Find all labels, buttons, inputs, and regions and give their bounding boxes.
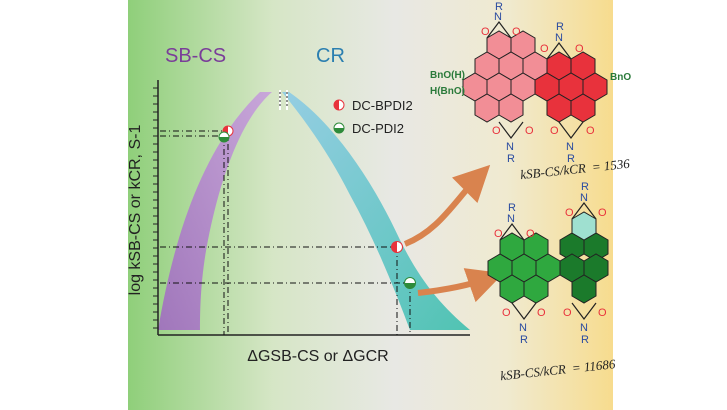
- legend-item-dcpdi2: DC-PDI2: [333, 121, 404, 136]
- red-mol-r-top-1: R: [495, 1, 503, 13]
- ratio-label-top: kSB-CS/kCR = 1536: [519, 156, 630, 182]
- svg-text:O: O: [563, 307, 572, 319]
- green-mol-r-bottom-2: R: [581, 334, 589, 346]
- svg-text:N: N: [507, 213, 515, 225]
- svg-text:N: N: [580, 322, 588, 334]
- region-label-sbcs: SB-CS: [165, 45, 226, 67]
- svg-text:O: O: [492, 125, 501, 137]
- svg-text:O: O: [586, 125, 595, 137]
- red-mol-r-bottom-2: R: [567, 153, 575, 165]
- marker-dcpdi2-cr: [404, 277, 416, 289]
- svg-text:O: O: [537, 307, 546, 319]
- svg-text:O: O: [525, 125, 534, 137]
- green-mol-r-bottom-1: R: [520, 334, 528, 346]
- svg-text:O: O: [598, 307, 607, 319]
- red-mol-bno-h: BnO(H): [430, 70, 465, 81]
- y-axis-label: log kSB-CS or kCR, S-1: [127, 125, 144, 296]
- ratio-label-bottom: kSB-CS/kCR = 11686: [500, 356, 617, 383]
- svg-text:N: N: [519, 322, 527, 334]
- ratio-label-bottom-value: = 11686: [571, 356, 616, 376]
- legend-item-dcbpdi2: DC-BPDI2: [333, 98, 413, 113]
- svg-text:O: O: [550, 125, 559, 137]
- red-mol-h-bno: H(BnO): [430, 86, 465, 97]
- green-molecule: O O O O O O O O N N N N R R R R: [487, 181, 609, 346]
- svg-text:N: N: [494, 11, 502, 23]
- ratio-label-top-value: = 1536: [591, 156, 631, 175]
- legend: DC-BPDI2 DC-PDI2: [333, 98, 413, 136]
- svg-text:N: N: [506, 141, 514, 153]
- marker-dcbpdi2-cr: [391, 241, 403, 253]
- legend-label-dcpdi2: DC-PDI2: [352, 121, 404, 136]
- svg-text:O: O: [494, 228, 503, 240]
- svg-text:N: N: [566, 141, 574, 153]
- cr-band: [282, 92, 470, 330]
- svg-text:O: O: [481, 26, 490, 38]
- ratio-label-bottom-name: kSB-CS/kCR: [500, 361, 567, 383]
- svg-text:O: O: [540, 43, 549, 55]
- y-axis-ticks: [153, 87, 158, 329]
- arrow-to-green-molecule: [417, 268, 504, 303]
- svg-text:O: O: [502, 307, 511, 319]
- svg-text:O: O: [565, 207, 574, 219]
- green-mol-r-top-1: R: [508, 202, 516, 214]
- red-mol-bno: BnO: [610, 72, 631, 83]
- svg-text:N: N: [555, 32, 563, 44]
- svg-text:O: O: [598, 207, 607, 219]
- legend-label-dcbpdi2: DC-BPDI2: [352, 98, 413, 113]
- region-label-cr: CR: [316, 45, 345, 67]
- red-mol-r-bottom-1: R: [507, 153, 515, 165]
- svg-text:O: O: [512, 26, 521, 38]
- marker-dcpdi2-sbcs: [218, 131, 230, 143]
- green-mol-r-top-2: R: [581, 181, 589, 193]
- svg-text:O: O: [526, 228, 535, 240]
- ratio-label-top-name: kSB-CS/kCR: [519, 160, 586, 182]
- x-axis-label: ΔGSB-CS or ΔGCR: [247, 348, 388, 365]
- arrow-to-red-molecule: [403, 164, 491, 247]
- red-mol-r-top-2: R: [556, 21, 564, 33]
- sbcs-band: [158, 92, 272, 330]
- guide-lines: [160, 130, 411, 335]
- svg-text:O: O: [575, 43, 584, 55]
- svg-text:N: N: [580, 192, 588, 204]
